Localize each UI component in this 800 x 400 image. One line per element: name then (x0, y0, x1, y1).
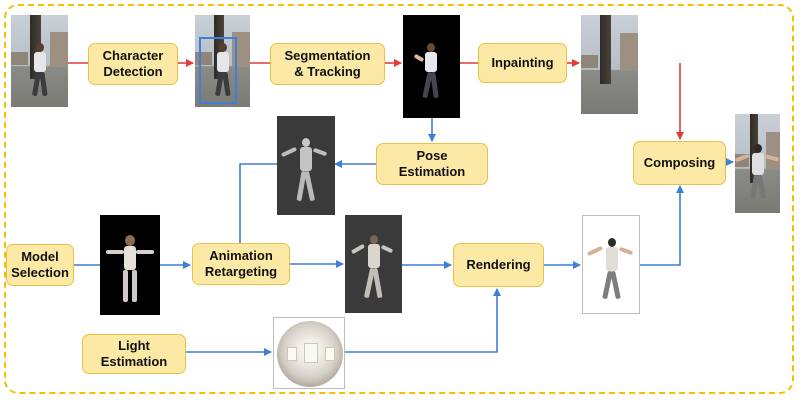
segmentation-mask (403, 15, 460, 118)
input-video-frame (11, 15, 68, 107)
node-character-detection: Character Detection (88, 43, 178, 85)
arrow-estimate-to-retargeting (239, 163, 277, 243)
3d-character-model (100, 215, 160, 315)
arrow-map-to-rendering (345, 288, 501, 353)
detected-character-frame (195, 15, 250, 107)
node-segmentation-tracking: Segmentation & Tracking (270, 43, 385, 85)
estimated-pose (277, 116, 335, 215)
node-light-estimation: Light Estimation (82, 334, 186, 374)
node-composing: Composing (633, 141, 726, 185)
arrow-character-to-composing (640, 185, 684, 266)
rendered-character (582, 215, 640, 314)
detection-bounding-box (199, 37, 237, 104)
inpainted-background (581, 15, 638, 114)
node-inpainting: Inpainting (478, 43, 567, 83)
composed-output (735, 114, 780, 213)
node-rendering: Rendering (453, 243, 544, 287)
node-model-selection: Model Selection (6, 244, 74, 286)
node-animation-retargeting: Animation Retargeting (192, 243, 290, 285)
retargeted-animation (345, 215, 402, 313)
environment-light-map (273, 317, 345, 389)
pipeline-frame (4, 4, 794, 394)
node-pose-estimation: Pose Estimation (376, 143, 488, 185)
